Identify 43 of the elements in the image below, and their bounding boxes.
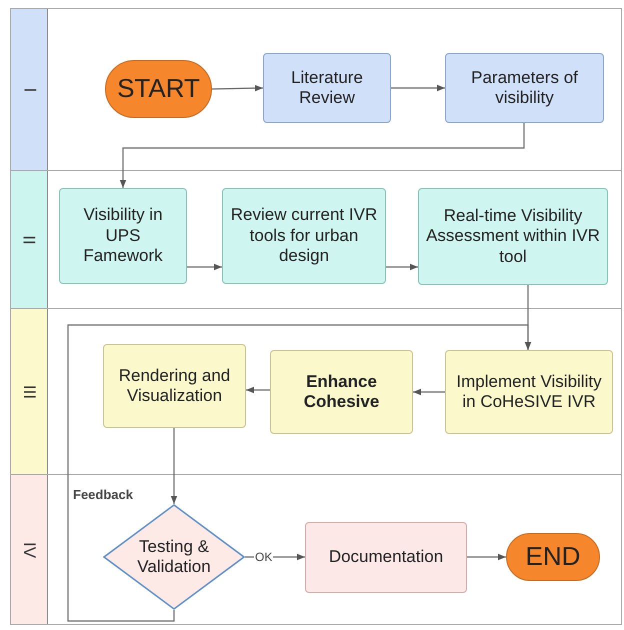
lane-label: I xyxy=(19,87,39,92)
swimlane xyxy=(10,170,622,309)
arrow xyxy=(187,264,222,270)
node-text: Parameters of visibility xyxy=(470,68,579,108)
lane-label: IV xyxy=(19,541,39,558)
node-text: Rendering and Visualization xyxy=(118,366,232,406)
process-box xyxy=(263,53,391,123)
swimlane xyxy=(10,308,622,475)
edge-label: OK xyxy=(254,551,274,564)
process-box xyxy=(59,188,187,284)
node-text: Documentation xyxy=(328,547,444,568)
arrow xyxy=(386,264,418,270)
arrow xyxy=(212,84,264,92)
arrow xyxy=(467,554,506,560)
arrow xyxy=(413,388,445,396)
arrow xyxy=(120,123,525,188)
process-box xyxy=(445,53,604,123)
node-text: Literature Review xyxy=(290,68,364,108)
node-text: Testing & Validation xyxy=(136,536,212,578)
arrow xyxy=(170,428,178,504)
node-text: START xyxy=(116,73,201,105)
node-text: Real-time Visibility Assessment within IVR tool xyxy=(425,206,601,268)
lane-label: II xyxy=(19,234,39,244)
node-text: Review current IVR tools for urban design xyxy=(230,205,378,267)
swimlane xyxy=(10,8,622,171)
swimlane xyxy=(10,474,622,625)
lane-label: III xyxy=(19,384,39,399)
process-box xyxy=(418,188,608,285)
process-box xyxy=(222,188,386,284)
arrow xyxy=(391,84,445,92)
node-text: END xyxy=(524,541,582,573)
node-text: Enhance Cohesive xyxy=(302,372,380,412)
arrow xyxy=(67,324,532,622)
node-text: Visibility in UPS Famework xyxy=(82,205,164,267)
arrow xyxy=(246,386,270,394)
process-box xyxy=(103,344,246,428)
node-text: Implement Visibility in CoHeSIVE IVR xyxy=(455,372,603,412)
decision-diamond xyxy=(103,504,245,610)
process-box xyxy=(445,350,613,434)
process-box xyxy=(305,522,467,593)
process-box xyxy=(270,350,413,434)
terminal-pill xyxy=(506,533,600,581)
edge-label: Feedback xyxy=(72,488,134,502)
